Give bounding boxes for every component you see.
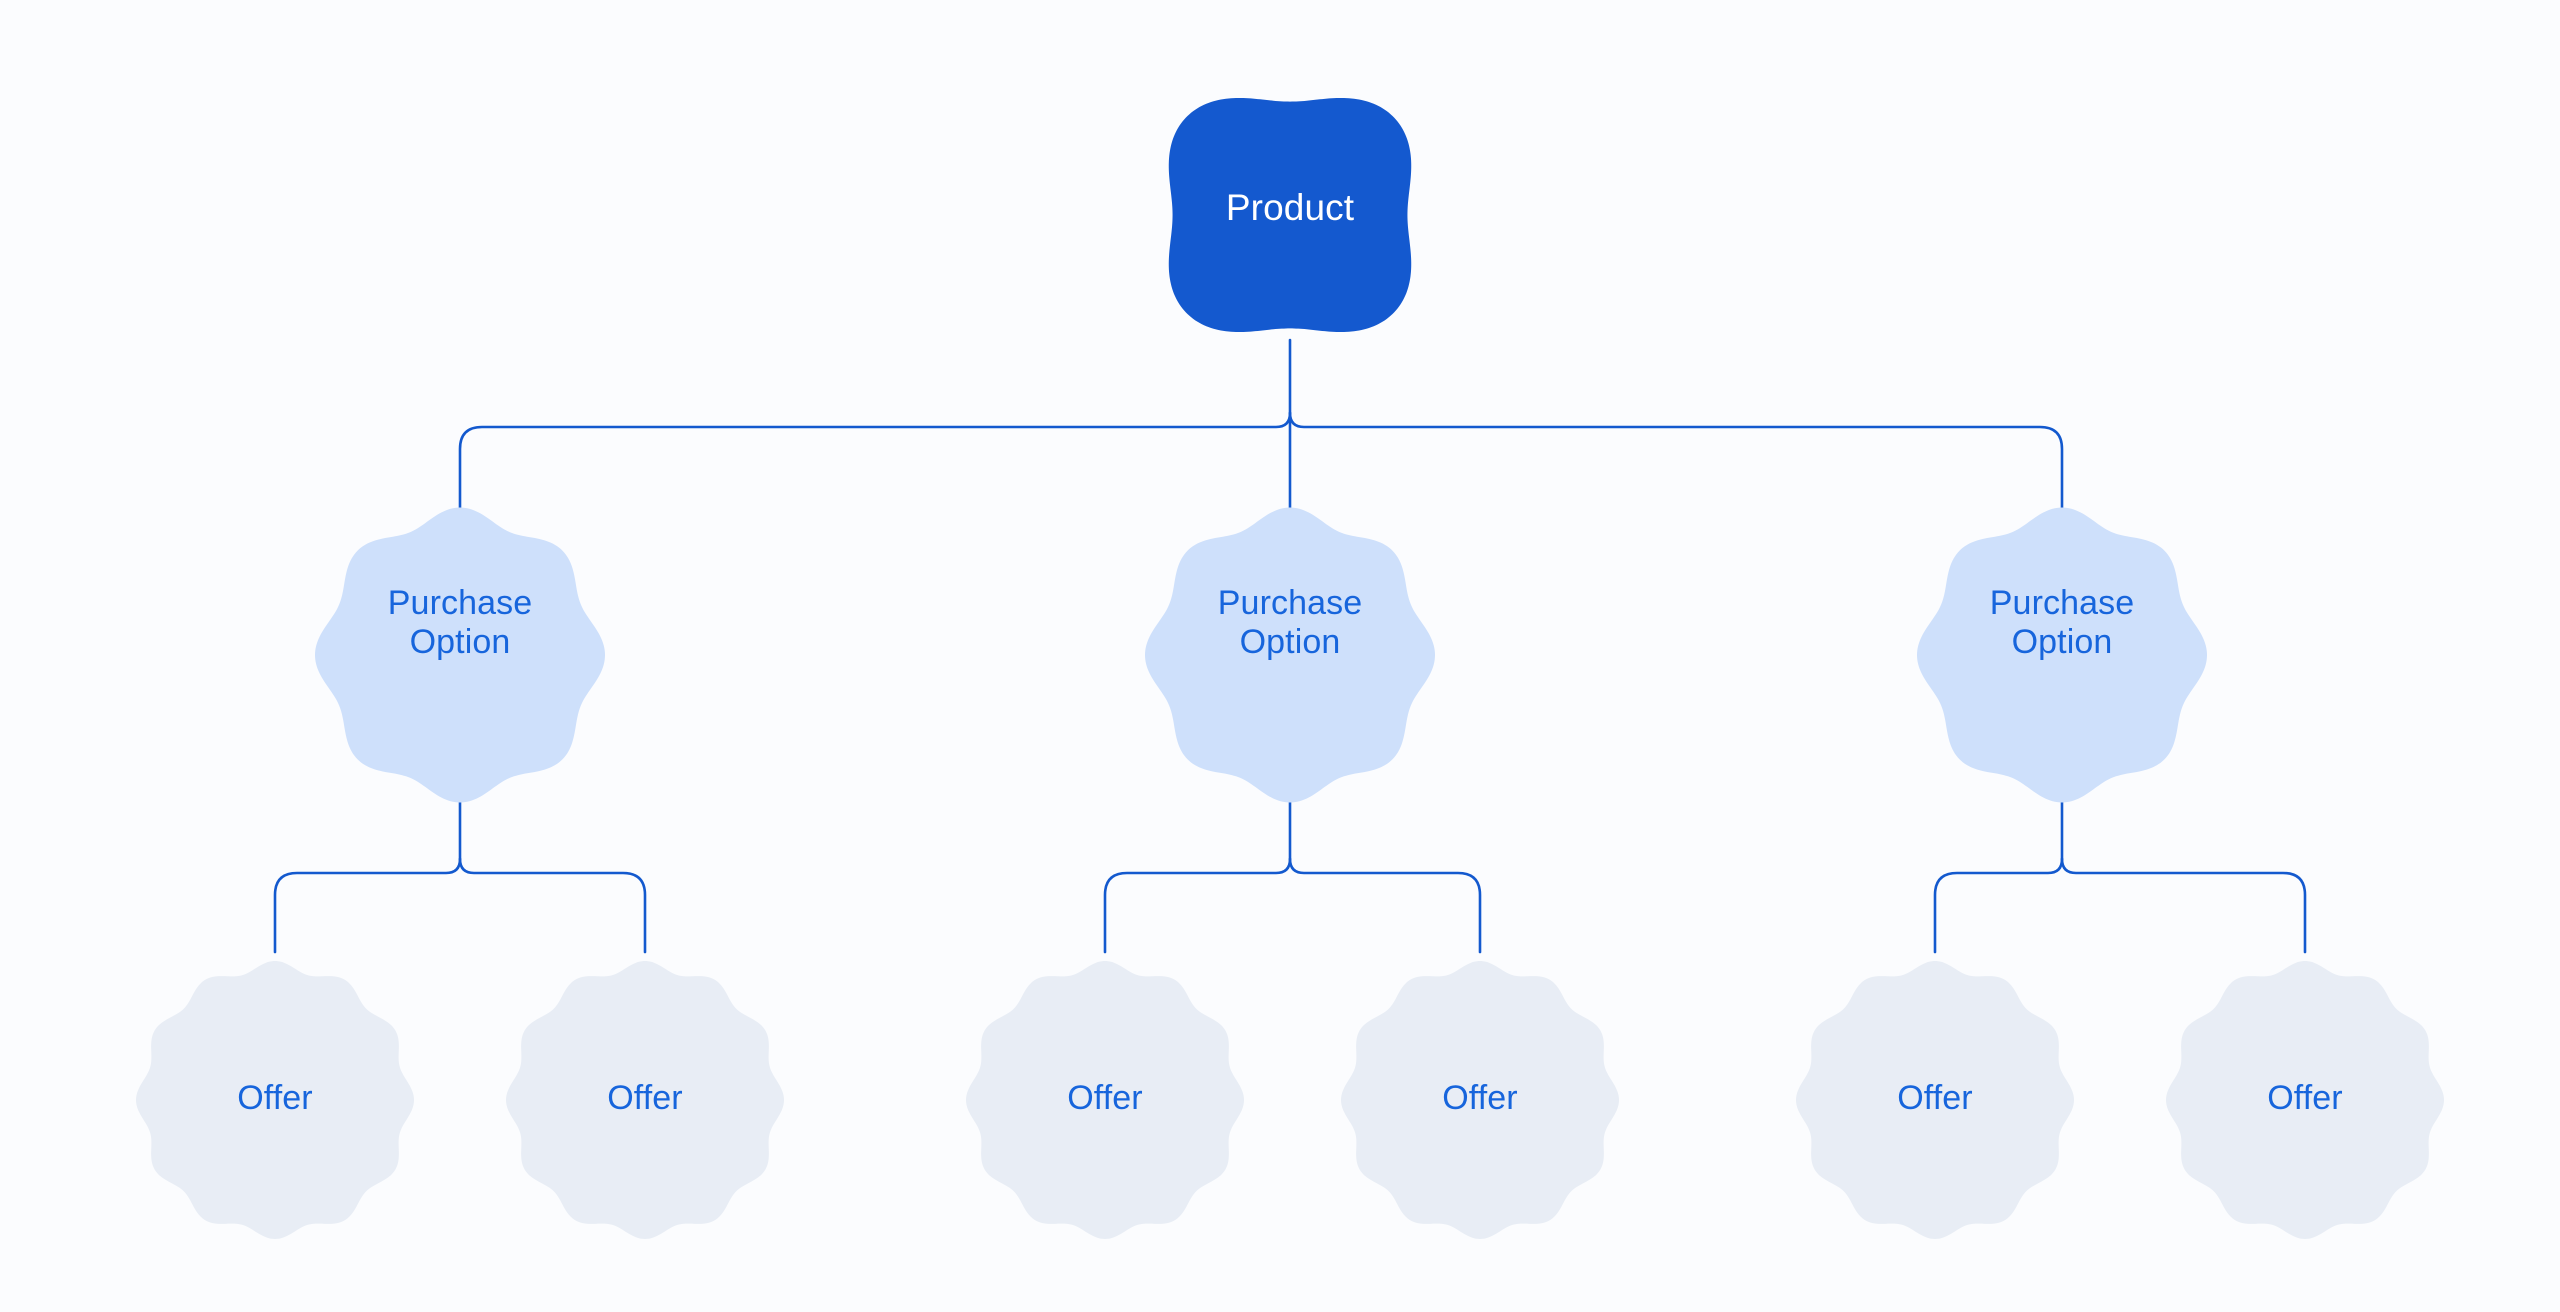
node-shape-offer-5[interactable] [1796, 961, 2074, 1239]
connector-root-to-option-3 [1288, 411, 2064, 515]
connector-option-2-to-offer-left [1103, 857, 1292, 954]
node-shape-offer-4[interactable] [1341, 961, 1619, 1239]
connector-option-2-to-offer-right [1288, 857, 1482, 954]
node-shape-offer-2[interactable] [506, 961, 784, 1239]
connector-option-1-to-offer-right [458, 857, 647, 954]
node-shape-purchase-option-1[interactable] [315, 507, 605, 803]
node-shape-purchase-option-3[interactable] [1917, 507, 2207, 803]
connector-layer [273, 338, 2307, 954]
node-shape-layer [136, 97, 2444, 1239]
connector-option-1-to-offer-left [273, 857, 462, 954]
node-shape-offer-6[interactable] [2166, 961, 2444, 1239]
node-shape-product-1[interactable] [1168, 97, 1412, 333]
connector-option-3-to-offer-left [1933, 857, 2064, 954]
node-shape-offer-1[interactable] [136, 961, 414, 1239]
connector-option-3-to-offer-right [2060, 857, 2307, 954]
node-shape-offer-3[interactable] [966, 961, 1244, 1239]
connector-root-to-option-1 [458, 411, 1292, 515]
node-shape-purchase-option-2[interactable] [1145, 507, 1435, 803]
